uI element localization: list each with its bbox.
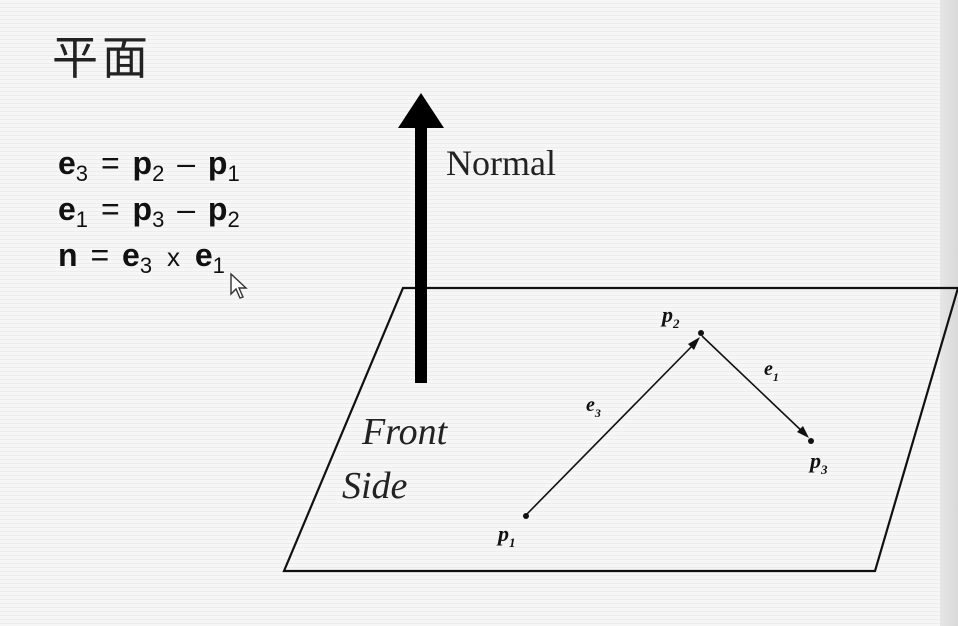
formula-n: n = e3 x e1: [58, 232, 240, 280]
edge-e1-line: [701, 335, 807, 436]
formula-equals: =: [100, 145, 120, 181]
normal-arrow-shaft: [415, 125, 427, 383]
formula-operator: –: [177, 145, 195, 181]
edge-e3-label: e3: [586, 394, 601, 420]
formula-block: e3 = p2 – p1 e1 = p3 – p2 n = e3 x e1: [58, 140, 240, 280]
normal-arrow-head: [398, 93, 444, 128]
formula-cross-operator: x: [166, 242, 180, 272]
formula-symbol: e: [194, 237, 213, 273]
plane-shape: [282, 286, 958, 573]
edge-subscript: 1: [773, 370, 779, 384]
formula-symbol: n: [58, 237, 78, 273]
edge-name: e: [764, 358, 773, 380]
formula-e3: e3 = p2 – p1: [58, 140, 240, 186]
side-label: Side: [342, 465, 408, 507]
formula-e1: e1 = p3 – p2: [58, 186, 240, 232]
mouse-pointer-icon: [230, 272, 248, 299]
formula-symbol: e: [58, 191, 76, 227]
formula-subscript: 3: [152, 207, 165, 232]
formula-symbol: p: [207, 191, 228, 227]
point-p2-label: p2: [660, 302, 680, 331]
right-edge-strip: [940, 0, 958, 626]
point-subscript: 1: [509, 535, 516, 550]
point-p3-label: p3: [808, 448, 828, 477]
edge-subscript: 3: [594, 406, 601, 420]
formula-subscript: 1: [227, 161, 240, 186]
formula-symbol: p: [207, 145, 228, 181]
slide-title: 平面: [52, 31, 152, 85]
point-name: p: [660, 302, 673, 327]
edge-e3-arrowhead: [688, 337, 700, 350]
edge-e3-line: [526, 340, 698, 515]
formula-operator: –: [177, 191, 195, 227]
point-name: p: [808, 448, 821, 473]
normal-label: Normal: [446, 143, 556, 183]
formula-subscript: 3: [139, 253, 153, 278]
edge-e1-arrowhead: [797, 426, 809, 438]
edge-e1-label: e1: [764, 358, 779, 384]
point-p1-dot: [523, 513, 529, 519]
edge-name: e: [586, 394, 595, 416]
formula-subscript: 2: [227, 207, 240, 232]
formula-equals: =: [90, 237, 110, 273]
formula-subscript: 2: [152, 161, 165, 186]
formula-symbol: p: [132, 145, 153, 181]
formula-equals: =: [100, 191, 120, 227]
point-p2-dot: [698, 330, 704, 336]
formula-subscript: 3: [75, 161, 89, 186]
point-p1-label: p1: [496, 521, 516, 550]
formula-symbol: e: [122, 237, 140, 273]
point-p3-dot: [808, 438, 814, 444]
formula-subscript: 1: [75, 207, 89, 232]
formula-symbol: e: [58, 145, 76, 181]
formula-symbol: p: [132, 191, 153, 227]
point-name: p: [496, 521, 509, 546]
point-subscript: 3: [820, 462, 828, 477]
formula-subscript: 1: [212, 253, 225, 278]
point-subscript: 2: [672, 316, 680, 331]
front-label: Front: [361, 411, 449, 453]
